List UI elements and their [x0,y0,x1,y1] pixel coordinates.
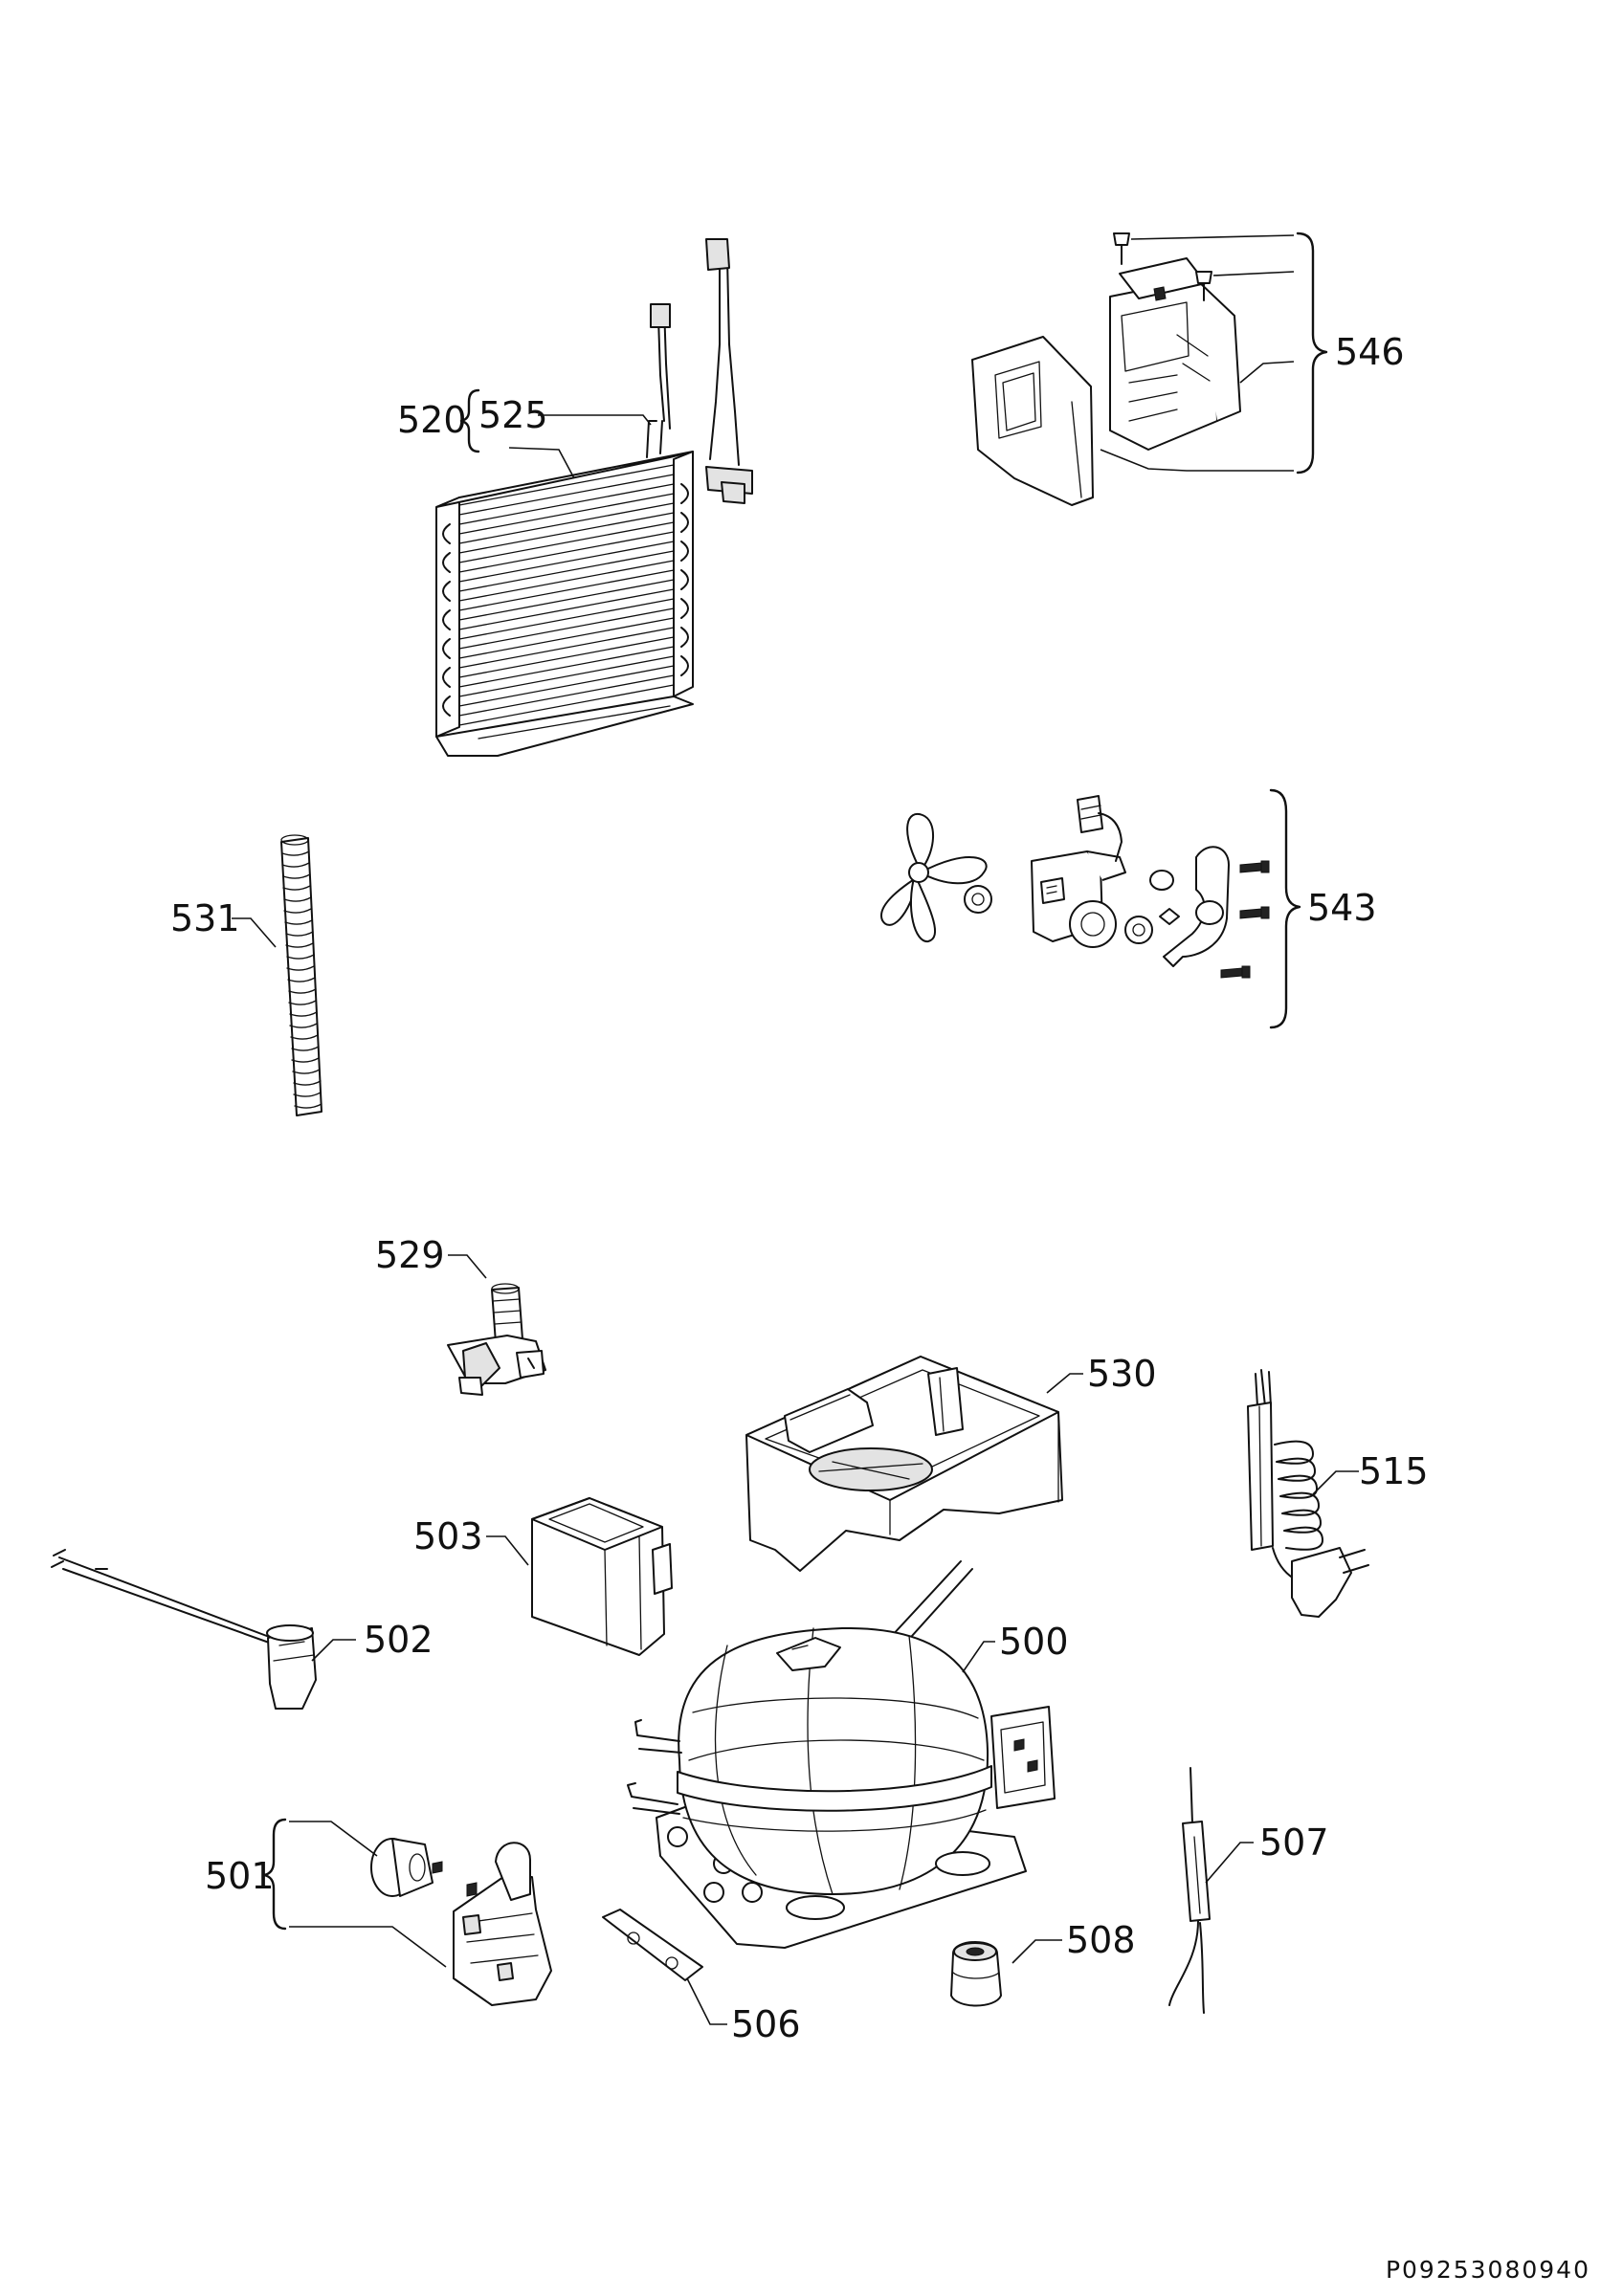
part-530-drawing [745,1356,1083,1572]
evaporator-fins [458,464,675,726]
part-507-drawing [1168,1767,1254,2014]
part-501-brace [262,1818,287,1931]
fan-blade-icon [880,812,988,942]
part-531-drawing [232,834,322,1116]
part-529-label: 529 [375,1234,445,1276]
part-506-drawing [602,1909,727,2025]
part-501-drawing [289,1821,552,2006]
part-515-drawing [1247,1369,1369,1618]
part-525-label: 525 [478,394,548,436]
part-506-label: 506 [731,2003,801,2045]
part-520-label: 520 [397,399,467,441]
screw-icon [1195,271,1212,301]
part-508-label: 508 [1066,1919,1136,1961]
part-530-label: 530 [1087,1353,1157,1395]
part-508-drawing [950,1939,1062,2007]
part-502-drawing [51,1549,356,1710]
gear-icon [964,885,992,914]
part-543-brace [1269,788,1301,1029]
part-546-drawing [971,232,1328,506]
part-546-label: 546 [1335,331,1405,373]
part-543-drawing [880,788,1301,1029]
part-503-drawing [486,1497,673,1656]
part-500-drawing [627,1560,1056,1949]
plug-icon [1291,1547,1369,1618]
part-546-brace [1296,232,1328,475]
part-520-drawing [435,238,753,757]
part-502-label: 502 [364,1619,434,1661]
part-520-brace [459,388,480,453]
screw-icon [1113,232,1130,265]
part-531-label: 531 [170,897,240,939]
document-code: P09253080940 [1386,2256,1590,2284]
part-501-label: 501 [205,1855,275,1897]
gear-icon [1124,916,1153,944]
evaporator-tube-loops [442,483,689,717]
part-515-label: 515 [1359,1450,1429,1492]
screw-icon [1239,860,1270,873]
part-507-label: 507 [1259,1821,1329,1864]
part-500-label: 500 [999,1621,1069,1663]
part-503-label: 503 [413,1515,483,1557]
part-543-label: 543 [1307,887,1377,929]
screw-icon [1220,965,1251,979]
part-529-drawing [447,1254,546,1396]
screw-icon [1239,906,1270,919]
hose-ribs [281,850,322,1109]
